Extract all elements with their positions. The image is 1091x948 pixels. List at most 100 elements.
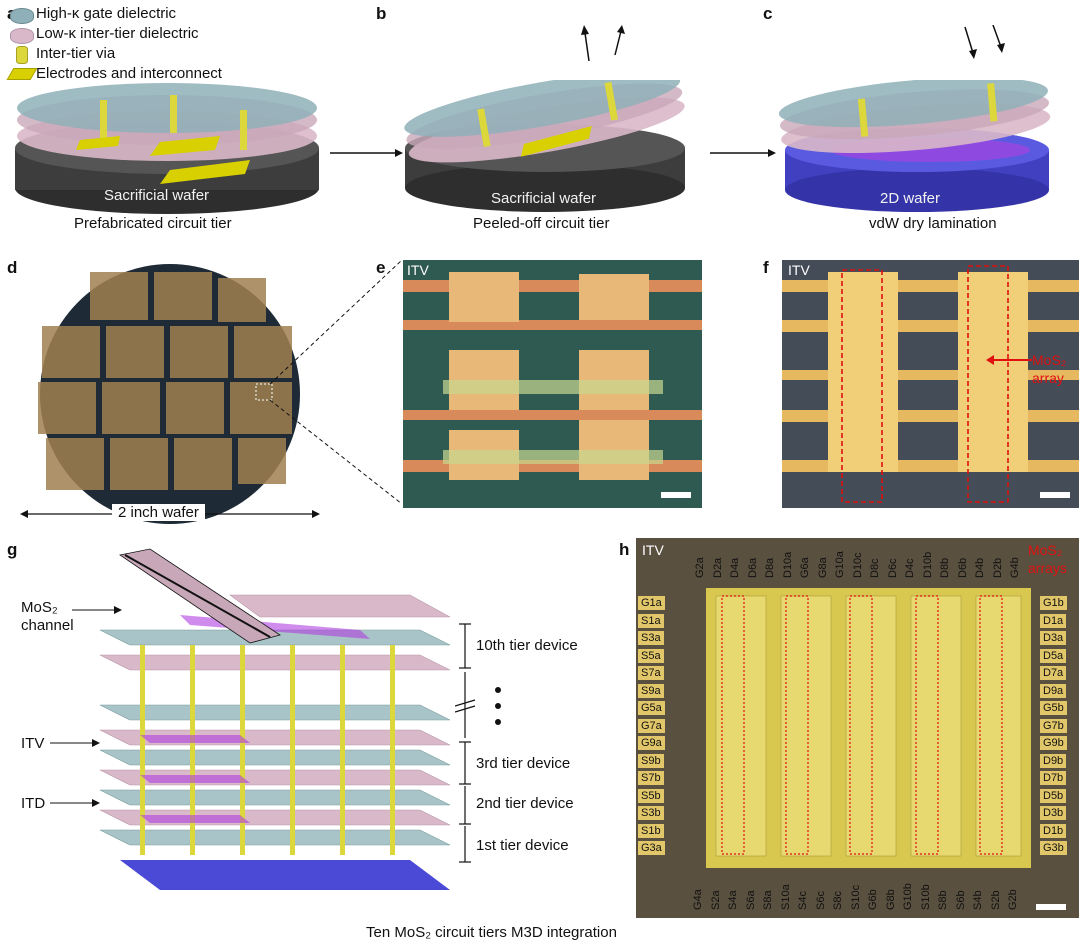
pin-label: S4b [972, 890, 984, 910]
legend-swatch-highk [10, 8, 34, 24]
pin-label: S4a [727, 890, 739, 910]
pointer-arrow-itd [50, 799, 100, 807]
legend-swatch-lowk [10, 28, 34, 44]
pin-label: G6a [799, 557, 811, 578]
itd-label-g: ITD [21, 795, 46, 812]
tier-label-10: 10th tier device [476, 637, 578, 654]
legend-label-electrode: Electrodes and interconnect [36, 65, 222, 82]
mos2-channel-line-2: channel [21, 617, 74, 634]
pin-label: D8a [764, 557, 776, 578]
pin-label: S6a [744, 890, 757, 910]
pin-label: D6a [746, 557, 759, 578]
pin-label: S5b [638, 788, 664, 803]
pin-label: S10b [919, 884, 932, 910]
caption-d: 2 inch wafer [112, 504, 205, 521]
wafer-photo-d [38, 264, 300, 524]
pin-label: G4a [692, 889, 704, 910]
wafer-stack-a [15, 83, 319, 214]
legend-label-via: Inter-tier via [36, 45, 116, 62]
mos2-channel-line-1: MoS₂ [21, 599, 58, 616]
pin-label: S7a [638, 666, 664, 680]
pin-label: G1b [1040, 596, 1067, 610]
pin-label: S8c [832, 891, 844, 910]
caption-g: Ten MoS₂ circuit tiers M3D integration [366, 924, 617, 941]
wafer-stack-b [404, 80, 685, 212]
pin-label: G1a [638, 596, 665, 610]
pin-label: D7b [1040, 771, 1067, 785]
pin-label: G5a [638, 701, 665, 715]
pin-label: G10b [902, 883, 914, 910]
legend-label-highk: High-κ gate dielectric [36, 5, 177, 22]
pin-label: G8a [816, 557, 829, 578]
arrays-label-h: arrays [1028, 560, 1067, 576]
micrograph-e: ITV [403, 260, 702, 508]
pin-label: D6b [956, 557, 969, 578]
panel-label-b: b [376, 4, 387, 23]
press-arrows-c [964, 25, 1005, 59]
pin-label: G9b [1040, 736, 1067, 750]
pin-label: G8b [884, 889, 897, 910]
pin-label: D9a [1040, 683, 1067, 698]
pin-label: S5a [638, 648, 664, 663]
pin-label: D4c [904, 558, 916, 578]
mos2-label-h: MoS₂ [1028, 542, 1063, 558]
pin-label: D4a [729, 557, 741, 578]
pointer-arrow-itv [50, 739, 100, 747]
pin-label: G7b [1040, 718, 1067, 733]
legend-label-lowk: Low-κ inter-tier dielectric [36, 25, 199, 42]
tier-label-2: 2nd tier device [476, 795, 574, 812]
caption-b: Peeled-off circuit tier [473, 215, 610, 232]
panel-label-c: c [763, 4, 773, 23]
pin-label: G9a [638, 736, 665, 750]
pin-label: S3a [638, 631, 664, 645]
peel-arrows-b [581, 25, 625, 62]
array-label-f: array [1032, 370, 1064, 386]
pin-label: G2b [1007, 889, 1019, 910]
tier-brackets [455, 623, 501, 863]
caption-a: Prefabricated circuit tier [74, 215, 232, 232]
pin-label: S1a [638, 613, 664, 628]
pin-label: S6b [954, 890, 967, 910]
pin-label: D10a [781, 551, 794, 578]
legend-swatch-electrode [6, 68, 38, 80]
legend-swatch-via [16, 46, 28, 64]
pin-label: S8a [762, 890, 774, 910]
itv-label-e: ITV [407, 262, 429, 278]
panels-abc-illustration [15, 80, 1051, 214]
pin-label: D1a [1040, 613, 1067, 628]
tier-label-1: 1st tier device [476, 837, 569, 854]
pin-label: D5a [1040, 648, 1067, 663]
pin-label: G4b [1009, 557, 1021, 578]
pin-label: G3b [1040, 841, 1067, 855]
pin-label: S2a [709, 890, 722, 910]
pin-label: S9a [638, 683, 664, 698]
pin-label: D10b [921, 551, 934, 578]
micrograph-f: ITV MoS₂ array [782, 260, 1079, 508]
m3d-stack-illustration [99, 548, 451, 890]
pin-label: S4c [797, 891, 809, 910]
panel-label-f: f [763, 258, 769, 277]
pin-label: S1b [638, 823, 664, 838]
pin-label: D8b [939, 557, 951, 578]
pin-label: D3a [1040, 631, 1067, 645]
pin-label: D5b [1040, 788, 1067, 803]
panel-label-e: e [376, 258, 386, 277]
pin-label: G3a [638, 841, 665, 855]
caption-c: vdW dry lamination [869, 215, 997, 232]
pin-label: D2a [711, 557, 724, 578]
panel-label-h: h [619, 540, 630, 559]
pin-label: S7b [638, 771, 664, 785]
tier-label-3: 3rd tier device [476, 755, 571, 772]
panel-label-d: d [7, 258, 18, 277]
pin-label: D8c [869, 558, 881, 578]
pin-label: G10a [834, 551, 846, 578]
pin-label: S6c [814, 891, 827, 910]
itv-label-f: ITV [788, 262, 810, 278]
pin-label: D4b [974, 557, 986, 578]
itv-label-g: ITV [21, 735, 45, 752]
pin-label: D1b [1040, 823, 1067, 838]
wafer-text-b: Sacrificial wafer [491, 190, 597, 207]
